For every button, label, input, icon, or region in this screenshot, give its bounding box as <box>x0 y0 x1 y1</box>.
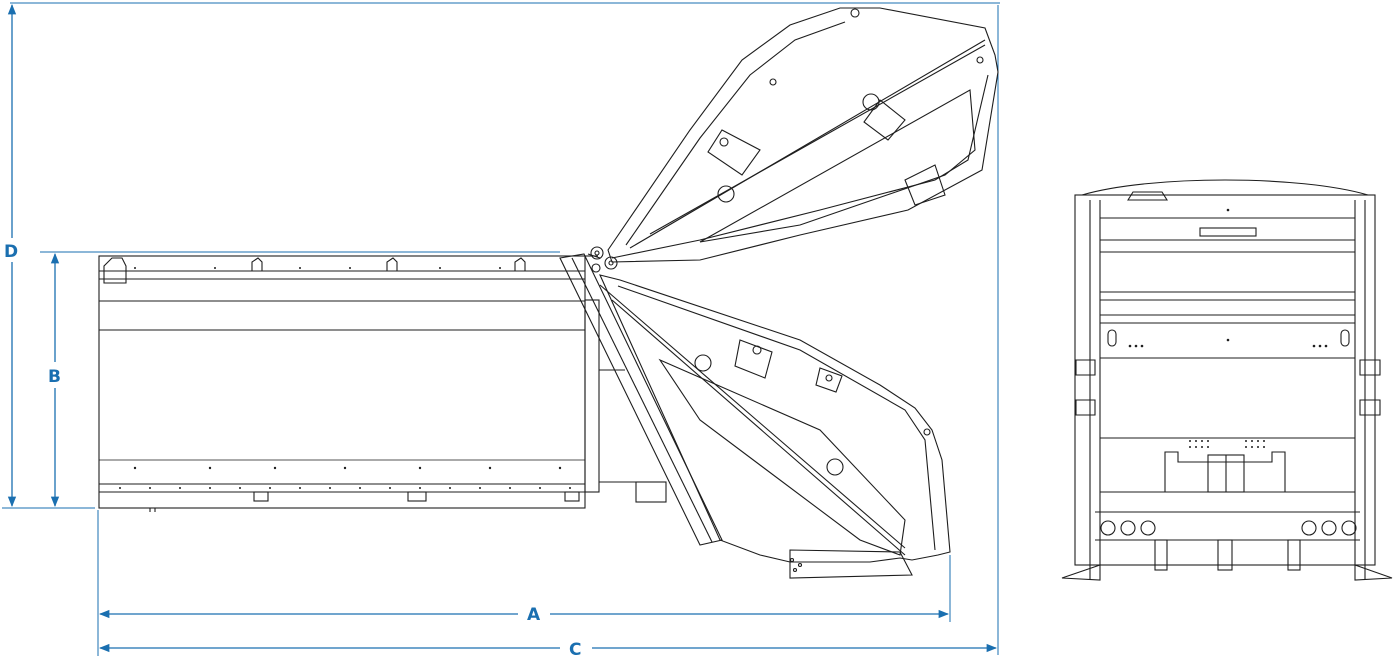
side-view <box>98 7 999 579</box>
body-box <box>98 255 667 512</box>
rear-view <box>1061 179 1393 581</box>
dimension-label-d: D <box>4 242 18 262</box>
rivet-dots <box>119 267 571 489</box>
dimension-lines <box>2 2 1000 656</box>
dimension-labels: D B A C <box>4 242 581 657</box>
rear-frame <box>1074 194 1376 566</box>
rear-lights <box>1100 520 1357 536</box>
dimension-label-a: A <box>527 605 541 625</box>
packer-panel-raised <box>607 7 999 263</box>
packer-panel-lower <box>599 274 951 579</box>
dimension-label-b: B <box>48 367 61 387</box>
dimension-label-c: C <box>569 640 581 657</box>
pivot-arm <box>559 246 723 546</box>
